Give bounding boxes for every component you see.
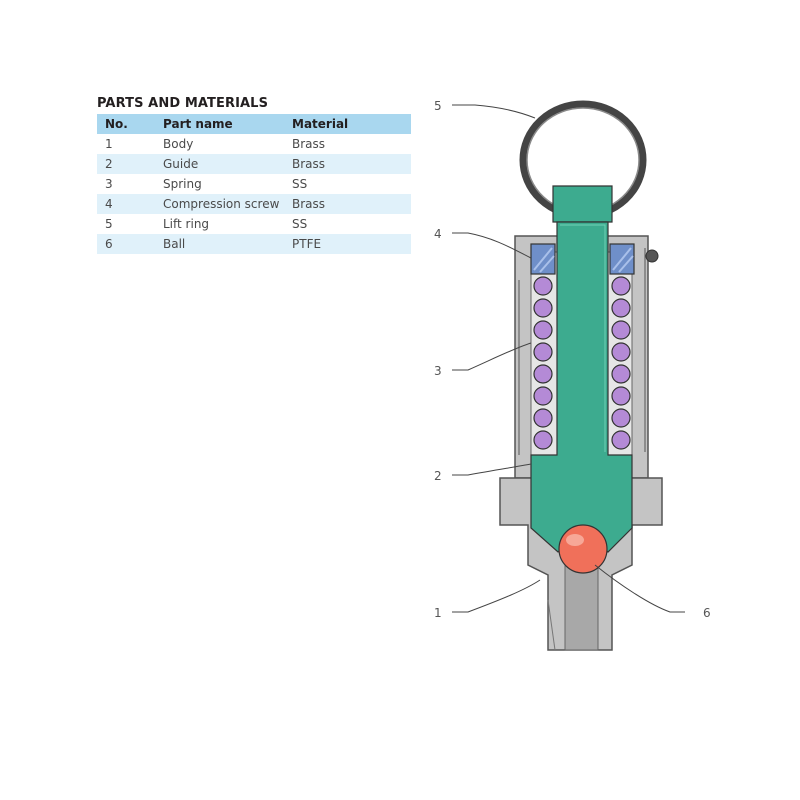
table-title: PARTS AND MATERIALS xyxy=(97,96,269,111)
guide-highlight xyxy=(560,224,606,452)
cell-part-name: Spring xyxy=(163,177,202,191)
spring-coil xyxy=(611,298,631,318)
spring-coil xyxy=(611,276,631,296)
cell-material: PTFE xyxy=(284,234,411,254)
spring-coil xyxy=(533,430,553,450)
body-side-line xyxy=(518,248,646,455)
table-row: 3 Spring SS xyxy=(97,174,411,194)
parts-table: No. Part name Material 1 Body Brass 2 Gu… xyxy=(97,114,411,254)
cell-material: SS xyxy=(292,177,308,191)
ball xyxy=(558,524,608,574)
cell-no: 4 xyxy=(97,194,155,214)
spring-coil xyxy=(533,364,553,384)
table-row: 2 Guide Brass xyxy=(97,154,411,174)
spring-coil xyxy=(533,386,553,406)
cell-part-name: Compression screw xyxy=(155,194,284,214)
spring-coil xyxy=(533,298,553,318)
leader-line-4 xyxy=(452,232,532,259)
screw-hatch xyxy=(533,247,634,273)
side-knob xyxy=(645,249,659,263)
spring-coil xyxy=(611,408,631,428)
compression-screw xyxy=(530,243,635,275)
guide xyxy=(530,185,633,553)
cell-no: 1 xyxy=(105,137,113,151)
header-material: Material xyxy=(284,114,411,134)
table-row: 5 Lift ring SS xyxy=(97,214,411,234)
leader-line-2 xyxy=(452,463,532,476)
callout-3: 3 xyxy=(434,364,442,378)
table-header-row: No. Part name Material xyxy=(97,114,411,134)
table-row: 1 Body Brass xyxy=(97,134,411,154)
cell-part-name: Lift ring xyxy=(163,217,210,231)
spring-coil xyxy=(533,342,553,362)
leader-line-6 xyxy=(594,564,685,613)
cell-material: Brass xyxy=(292,137,326,151)
parts-table-section: PARTS AND MATERIALS No. Part name Materi… xyxy=(97,96,411,254)
cell-material: Brass xyxy=(284,194,411,214)
body-taper-left xyxy=(547,599,556,651)
guide-top-cap xyxy=(552,185,613,223)
callout-6: 6 xyxy=(703,606,711,620)
leader-line-1 xyxy=(452,579,541,613)
spring-coil xyxy=(611,386,631,406)
cell-part-name: Body xyxy=(163,137,194,151)
spring-coil xyxy=(611,342,631,362)
spring-coil xyxy=(533,408,553,428)
leader-line-3 xyxy=(452,342,532,371)
cell-no: 3 xyxy=(105,177,113,191)
cell-part-name: Guide xyxy=(155,154,284,174)
ball-highlight xyxy=(566,534,584,546)
spring xyxy=(533,276,631,450)
table-row: 6 Ball PTFE xyxy=(97,234,411,254)
spring-coil xyxy=(611,320,631,340)
spring-coil xyxy=(533,320,553,340)
spring-coil xyxy=(611,430,631,450)
callout-2: 2 xyxy=(434,469,442,483)
callout-5: 5 xyxy=(434,99,442,113)
leader-lines xyxy=(452,104,685,613)
leader-line-5 xyxy=(452,104,536,119)
cell-material: Brass xyxy=(284,154,411,174)
spring-coil xyxy=(611,364,631,384)
table-row: 4 Compression screw Brass xyxy=(97,194,411,214)
callout-1: 1 xyxy=(434,606,442,620)
cell-no: 2 xyxy=(97,154,155,174)
callout-4: 4 xyxy=(434,227,442,241)
cell-no: 6 xyxy=(97,234,155,254)
cell-no: 5 xyxy=(105,217,113,231)
header-part-name: Part name xyxy=(155,114,284,134)
cell-part-name: Ball xyxy=(155,234,284,254)
ball-shape xyxy=(558,524,608,574)
header-no: No. xyxy=(97,114,155,134)
cell-material: SS xyxy=(292,217,308,231)
spring-coil xyxy=(533,276,553,296)
